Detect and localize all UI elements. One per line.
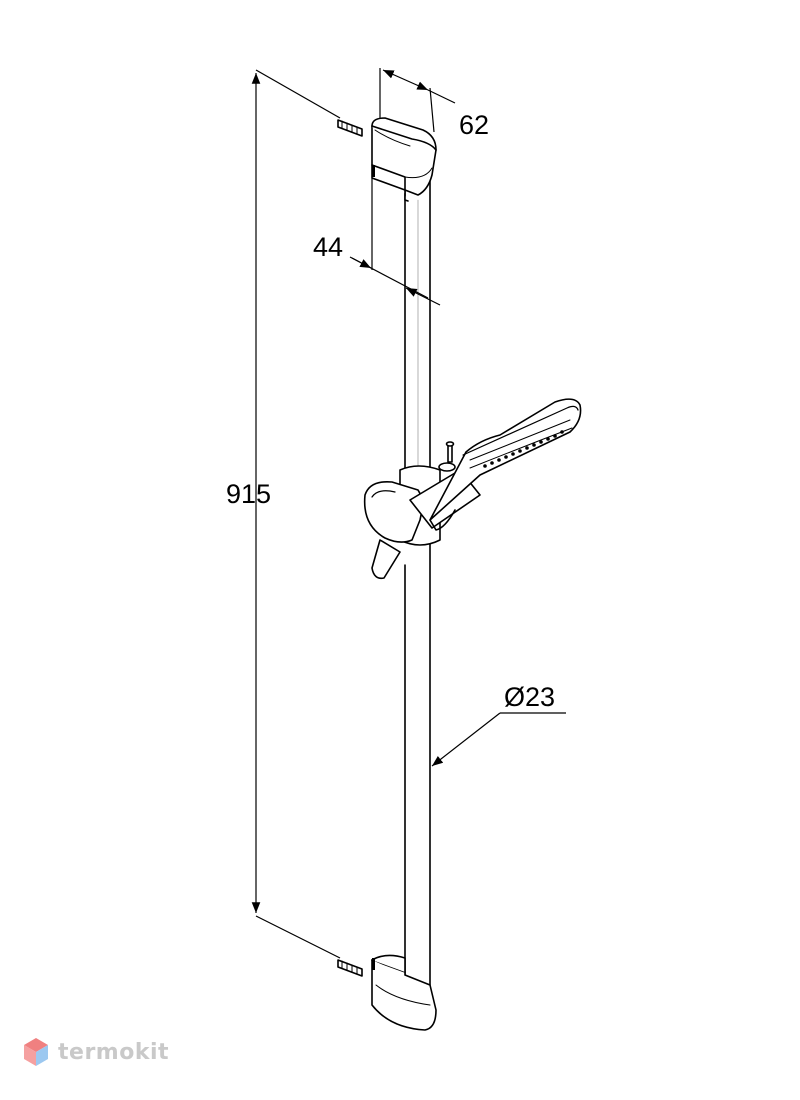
slide-rail <box>404 179 431 986</box>
dim-d23-leader <box>431 712 501 767</box>
dim-62-label: 62 <box>459 110 489 140</box>
dim-44-arrow-right <box>405 287 441 306</box>
dim-44-label: 44 <box>313 232 343 262</box>
dim-915-ext-bottom <box>255 915 341 959</box>
bottom-bracket <box>371 954 437 1031</box>
bottom-screw <box>337 959 363 977</box>
top-screw <box>337 119 363 137</box>
dim-d23-label: Ø23 <box>504 682 555 712</box>
dim-44-arrow-left <box>349 256 372 269</box>
termokit-watermark: termokit <box>22 1036 169 1068</box>
watermark-text: termokit <box>58 1039 170 1065</box>
top-bracket <box>371 117 437 202</box>
dim-62-leader <box>427 89 456 104</box>
hand-shower <box>429 398 582 531</box>
dim-915-label: 915 <box>226 479 271 509</box>
dim-915-ext-top <box>255 69 341 119</box>
dim-62-line <box>382 69 429 91</box>
dim-62-ext-right <box>429 87 435 133</box>
spray-nozzles <box>483 430 564 468</box>
hexagon-cube-logo-icon <box>24 1038 48 1066</box>
